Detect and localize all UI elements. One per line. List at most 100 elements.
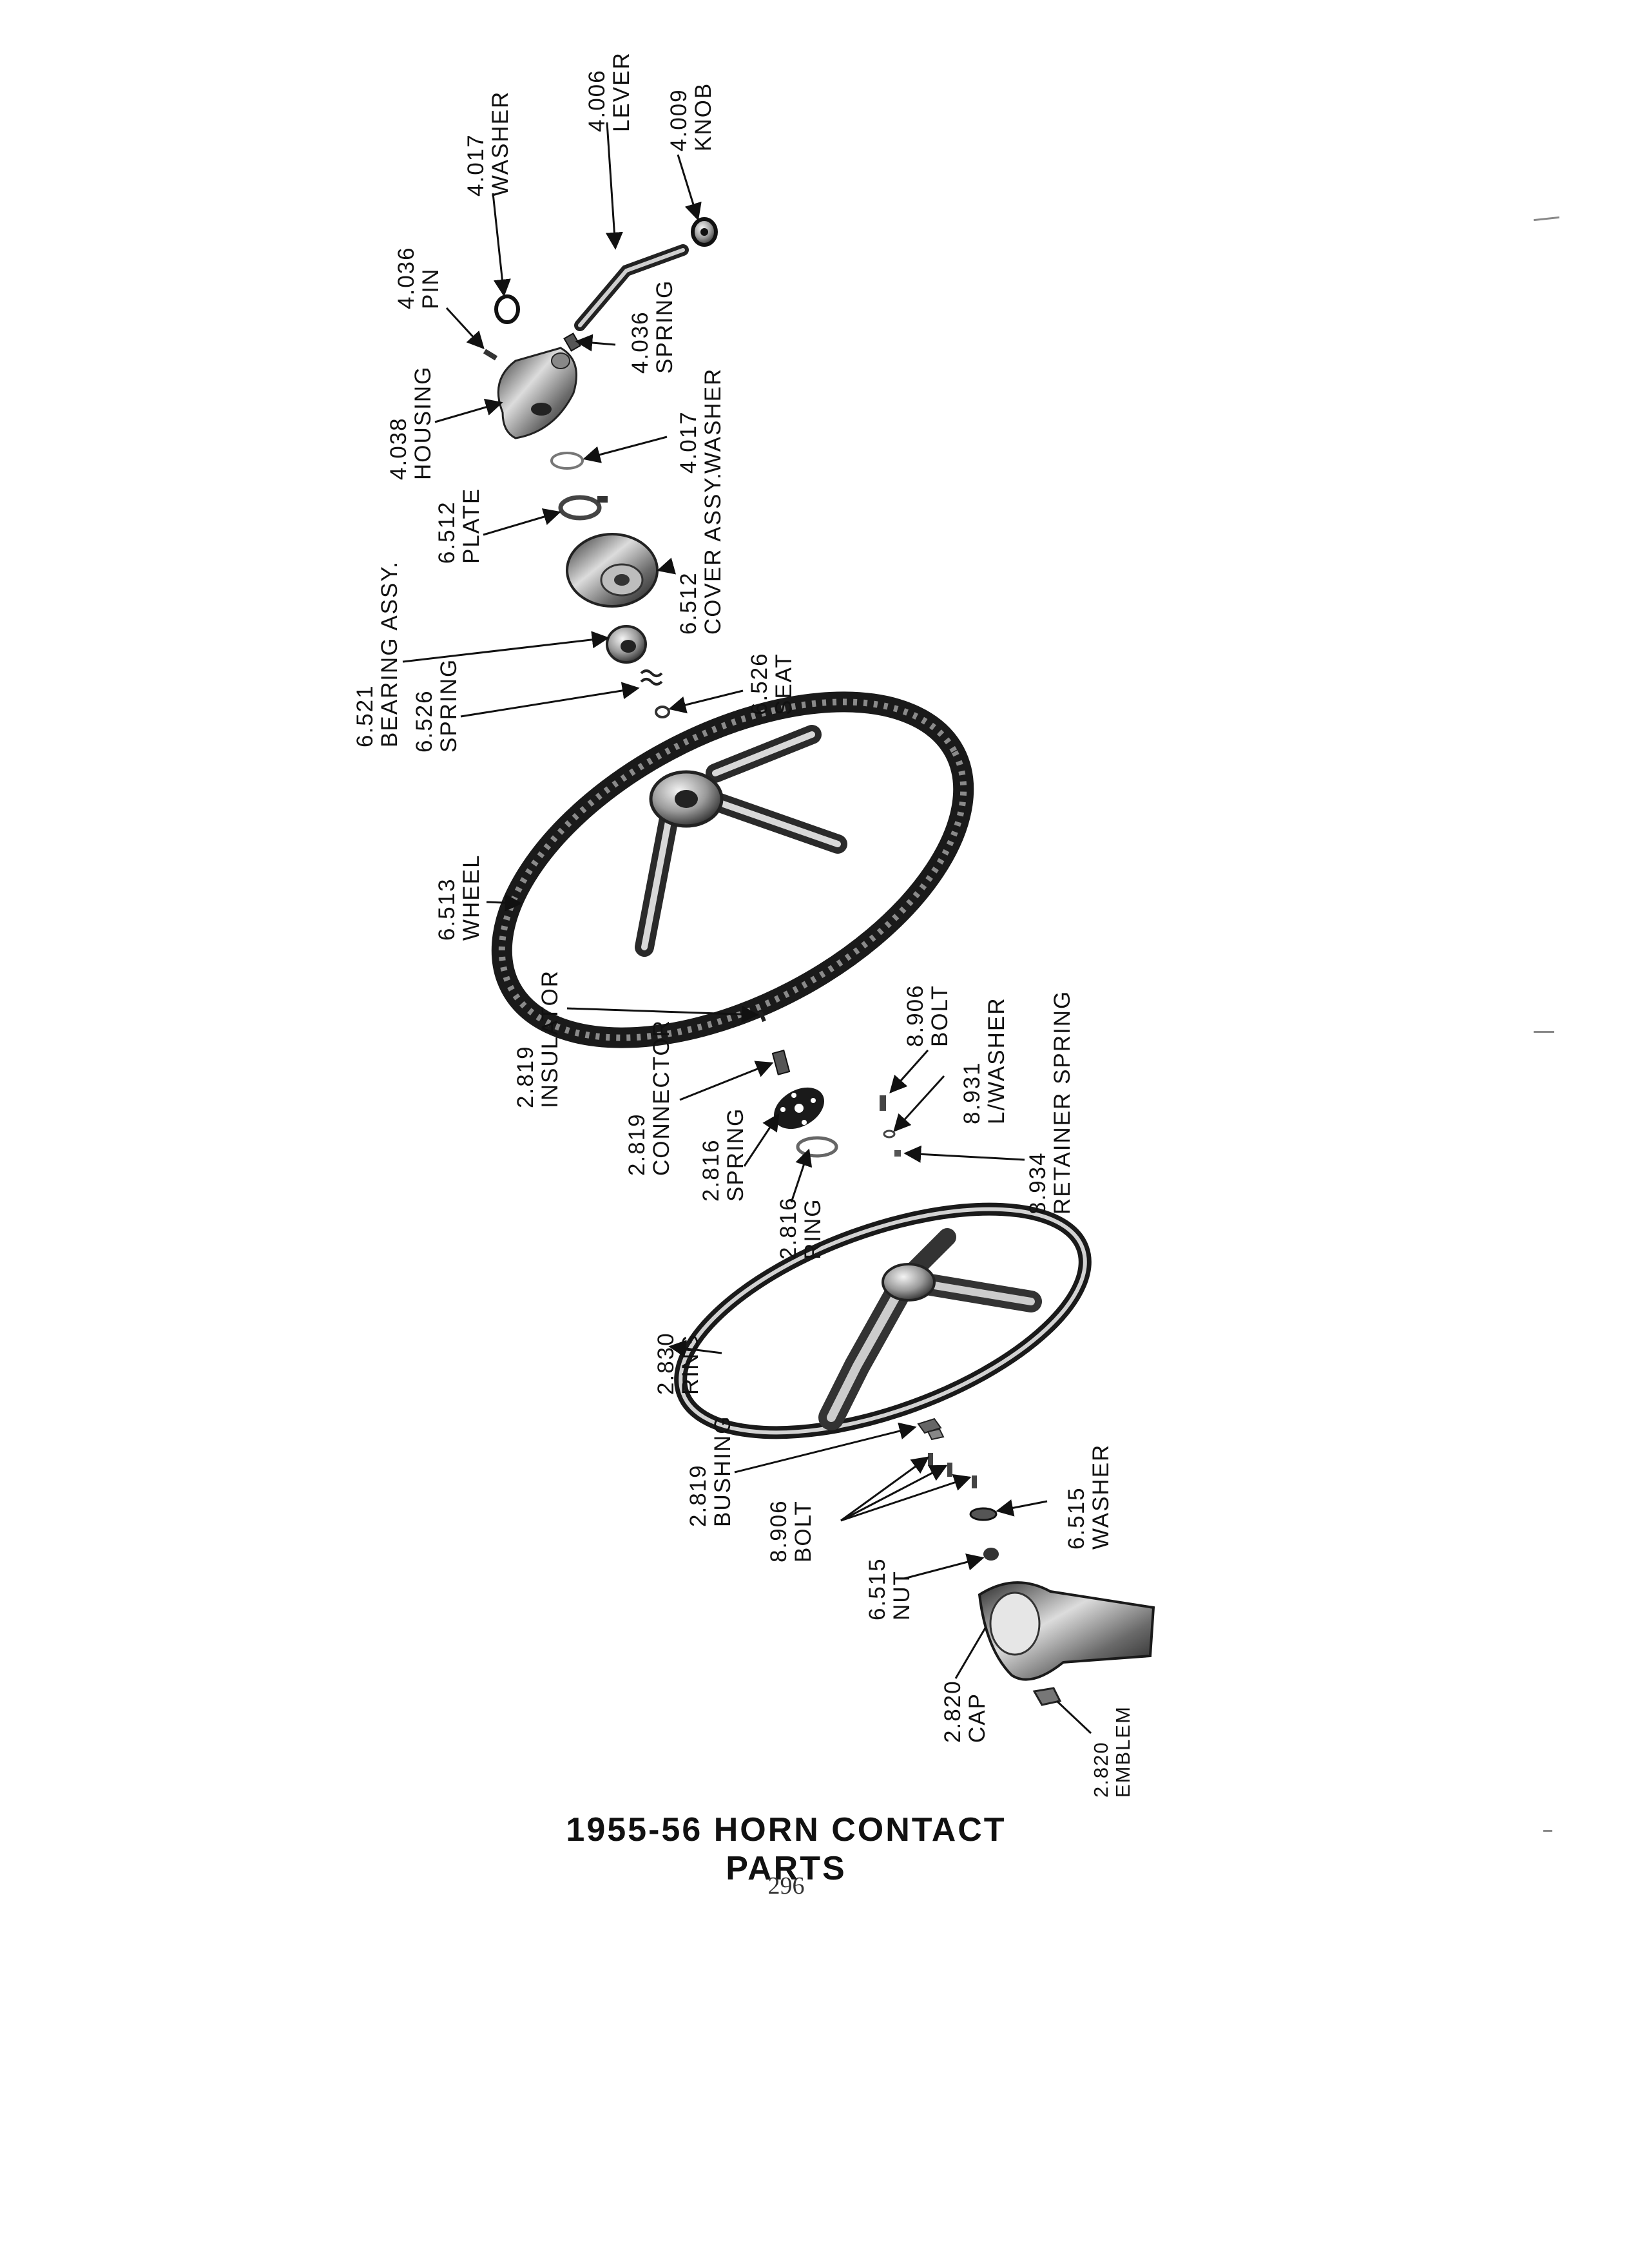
spring-horn-part — [774, 1087, 824, 1129]
washer-top-part — [494, 294, 520, 324]
part-name: PLATE — [459, 487, 484, 564]
ring-small-part — [796, 1136, 838, 1158]
label-lever: 4.006 LEVER — [584, 52, 634, 132]
part-name: RING — [800, 1198, 825, 1260]
label-ring-horn: 2.830 RING — [653, 1332, 703, 1396]
diagram-caption: 1955-56 HORN CONTACT PARTS — [566, 1811, 1007, 1887]
part-number: 6.515 — [865, 1557, 890, 1620]
part-number: 6.515 — [1064, 1486, 1089, 1550]
part-number: 2.830 — [653, 1332, 679, 1395]
part-name: WHEEL — [459, 854, 484, 941]
part-number: 4.036 — [628, 311, 653, 374]
part-name: EMBLEM — [1112, 1706, 1134, 1798]
part-name: HOUSING — [410, 365, 436, 480]
part-number: 6.512 — [676, 572, 701, 635]
label-bearing: 6.521 BEARING ASSY. — [352, 561, 402, 747]
label-lwasher: 8.931 L/WASHER — [959, 997, 1009, 1124]
label-knob: 4.009 KNOB — [666, 82, 716, 151]
label-connector: 2.819 CONNECTOR — [624, 1019, 674, 1176]
lever-part — [574, 244, 689, 331]
knob-part — [691, 217, 718, 247]
plate-part — [558, 495, 608, 521]
scan-mark — [1534, 1031, 1554, 1033]
part-name: COVER ASSY. — [700, 472, 726, 635]
part-name: LEVER — [609, 52, 634, 132]
part-number: 8.906 — [903, 984, 928, 1047]
label-spring-lever: 4.036 SPRING — [628, 280, 677, 374]
label-washer-bottom: 6.515 WASHER — [1064, 1443, 1113, 1550]
part-name: BUSHING — [710, 1415, 735, 1527]
label-emblem: 2.820 EMBLEM — [1090, 1706, 1134, 1798]
part-number: 4.017 — [463, 133, 488, 197]
label-spring-seat: 6.526 SPRING — [412, 658, 461, 753]
bushing-part — [917, 1418, 945, 1441]
label-wheel: 6.513 WHEEL — [434, 854, 484, 941]
label-cap: 2.820 CAP — [940, 1680, 990, 1743]
spring-seat-part — [640, 669, 663, 686]
part-number: 4.006 — [584, 69, 610, 132]
lwasher-part — [883, 1129, 896, 1139]
part-number: 2.819 — [624, 1113, 650, 1176]
insulator-part — [758, 1010, 766, 1023]
part-number: 4.017 — [676, 410, 701, 474]
label-insulator: 2.819 INSULATOR — [513, 969, 563, 1108]
part-name: SPRING — [723, 1107, 748, 1202]
label-pin: 4.036 PIN — [394, 246, 443, 309]
bearing-part — [606, 625, 647, 664]
label-bolt-bottom: 8.906 BOLT — [766, 1499, 816, 1562]
label-bushing: 2.819 BUSHING — [686, 1416, 735, 1527]
part-number: 4.009 — [666, 88, 691, 151]
part-number: 4.036 — [394, 246, 419, 309]
label-ring-small: 2.816 RING — [776, 1196, 825, 1260]
label-washer-mid: 4.017 WASHER — [676, 367, 726, 474]
part-number: 4.038 — [386, 417, 411, 480]
part-number: 6.512 — [434, 501, 459, 564]
part-number: 2.816 — [776, 1196, 801, 1260]
part-name: INSULATOR — [537, 969, 563, 1108]
part-name: RING — [678, 1333, 703, 1396]
part-name: SPRING — [436, 658, 461, 753]
cover-part — [566, 533, 659, 608]
label-housing: 4.038 HOUSING — [386, 365, 436, 480]
seat-part — [655, 706, 670, 718]
label-spring-horn: 2.816 SPRING — [699, 1108, 748, 1202]
part-number: 2.816 — [699, 1139, 724, 1202]
part-name: RETAINER SPRING — [1050, 990, 1075, 1215]
label-nut: 6.515 NUT — [865, 1557, 914, 1620]
bolt-bottom-part — [928, 1453, 977, 1488]
retainer-part — [894, 1150, 901, 1157]
part-number: 6.526 — [747, 652, 772, 715]
housing-part — [497, 347, 577, 439]
part-name: WASHER — [700, 367, 726, 474]
part-name: WASHER — [488, 90, 513, 197]
part-name: BOLT — [927, 985, 952, 1047]
part-name: L/WASHER — [984, 997, 1009, 1124]
part-name: NUT — [889, 1570, 914, 1620]
part-number: 2.819 — [513, 1045, 538, 1108]
part-number: 6.513 — [434, 878, 459, 941]
scan-mark — [1543, 1830, 1552, 1832]
washer-bottom-part — [969, 1507, 998, 1521]
connector-part — [771, 1050, 791, 1075]
label-plate: 6.512 PLATE — [434, 487, 484, 564]
ring-horn-part — [674, 1202, 1092, 1439]
part-number: 2.819 — [686, 1464, 711, 1527]
label-bolt-top: 8.906 BOLT — [903, 984, 952, 1047]
part-name: CONNECTOR — [649, 1019, 674, 1176]
part-name: KNOB — [691, 82, 716, 151]
pin-part — [483, 349, 498, 361]
part-name: WASHER — [1088, 1443, 1113, 1550]
wheel-part — [491, 691, 974, 1048]
page-number: 296 — [767, 1872, 805, 1899]
part-name: BOLT — [791, 1500, 816, 1562]
bolt-top-part — [880, 1095, 886, 1111]
part-number: 8.934 — [1025, 1151, 1050, 1215]
nut-part — [983, 1548, 999, 1561]
washer-mid-part — [550, 452, 584, 470]
part-name: SPRING — [652, 279, 677, 374]
cap-part — [978, 1581, 1155, 1681]
label-washer-top: 4.017 WASHER — [463, 90, 513, 197]
label-cover: 6.512 COVER ASSY. — [676, 472, 726, 635]
leader-lines — [402, 122, 1092, 1735]
